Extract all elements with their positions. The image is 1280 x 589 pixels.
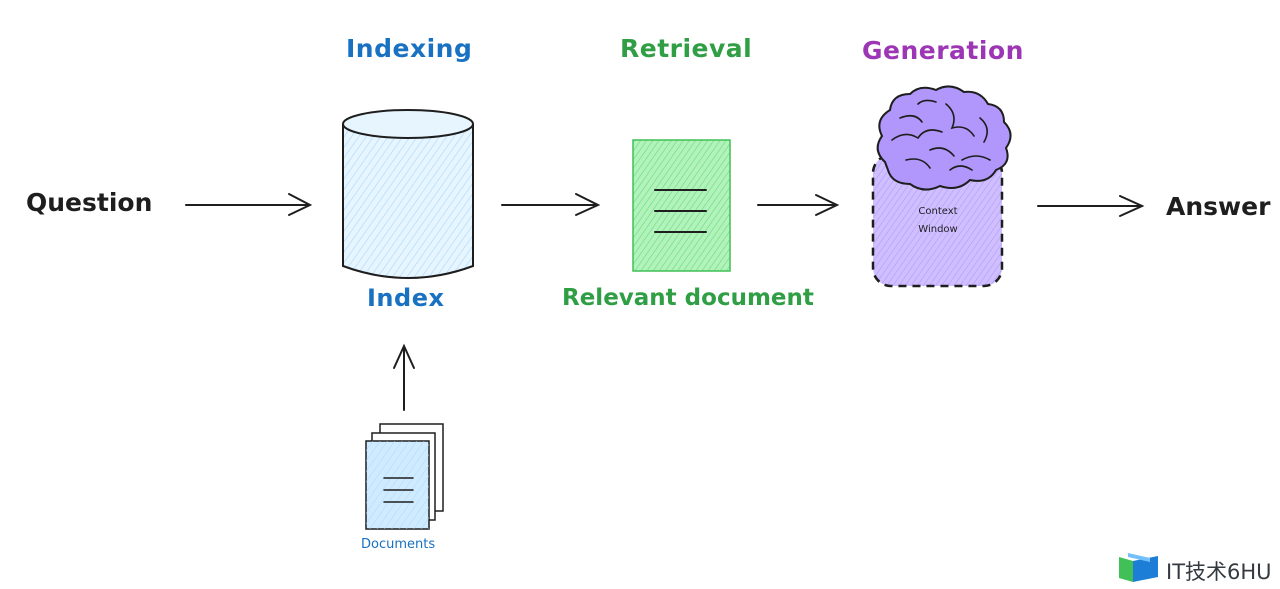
brain-icon — [876, 85, 1012, 191]
arrow-generation-to-answer — [1037, 195, 1145, 217]
context-window-box — [871, 153, 1004, 288]
relevant-document-label: Relevant document — [562, 285, 814, 311]
watermark-text: IT技术6HU — [1166, 560, 1272, 584]
stage-title-retrieval: Retrieval — [620, 34, 753, 63]
arrow-documents-to-index — [393, 343, 415, 411]
context-window-label: Context Window — [898, 203, 978, 239]
documents-stack-icon — [365, 423, 444, 530]
arrow-index-to-document — [501, 193, 601, 216]
index-cylinder-icon — [342, 109, 474, 279]
stage-title-indexing: Indexing — [346, 34, 473, 63]
arrow-document-to-generation — [757, 194, 840, 216]
relevant-document-icon — [632, 139, 731, 272]
arrow-question-to-index — [185, 193, 313, 216]
context-window-line1: Context — [918, 206, 958, 217]
book-logo-icon — [1119, 553, 1158, 582]
documents-label: Documents — [361, 537, 436, 552]
answer-label: Answer — [1166, 192, 1271, 221]
stage-title-generation: Generation — [862, 36, 1024, 65]
question-label: Question — [26, 188, 153, 217]
index-label: Index — [367, 284, 445, 312]
context-window-line2: Window — [918, 224, 958, 235]
